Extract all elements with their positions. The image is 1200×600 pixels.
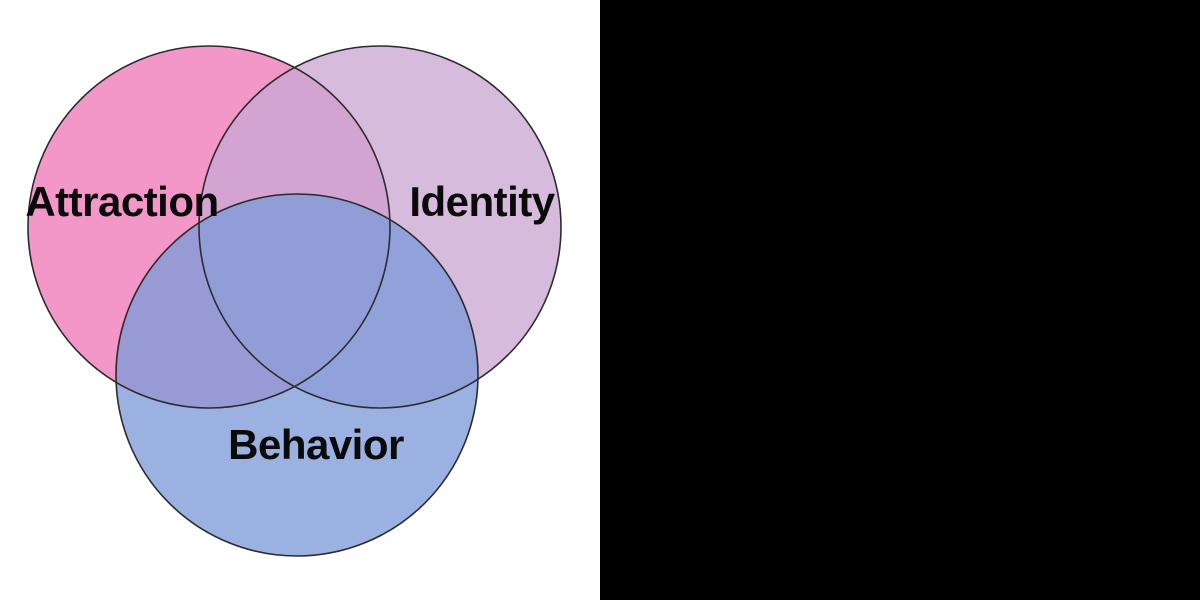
circle-behavior-outline (115, 193, 479, 557)
venn-svg: Attraction Identity Behavior (25, 45, 562, 557)
blank-black-panel (600, 0, 1200, 600)
circle-identity-outline (198, 45, 562, 409)
circle-behavior[interactable] (116, 194, 478, 556)
label-attraction: Attraction (25, 178, 218, 225)
venn-panel: Attraction Identity Behavior (25, 45, 562, 557)
label-identity: Identity (409, 178, 555, 225)
circle-attraction-outline (27, 45, 391, 409)
label-behavior: Behavior (228, 421, 404, 468)
